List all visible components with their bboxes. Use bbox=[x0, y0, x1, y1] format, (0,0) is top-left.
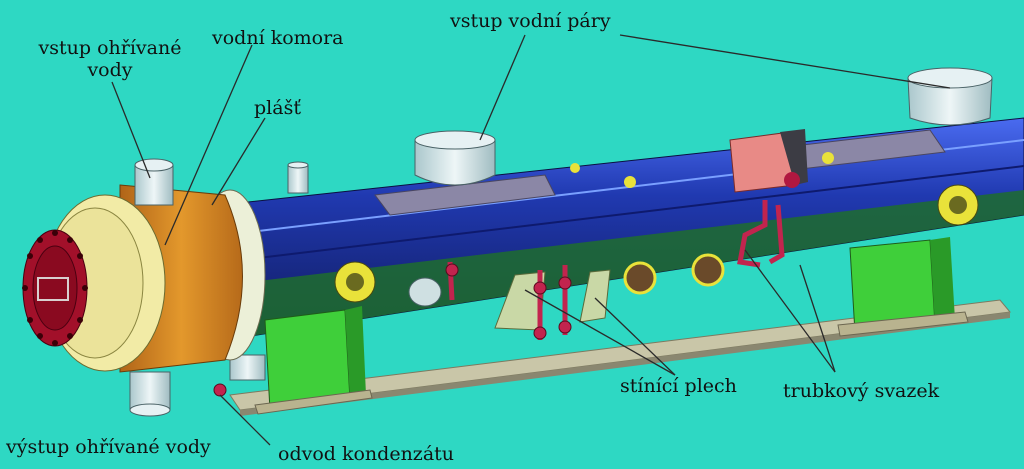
label-inlet-heated-water: vstup ohřívané vody bbox=[38, 37, 182, 81]
condensate-tank bbox=[229, 277, 442, 381]
label-water-chamber: vodní komora bbox=[212, 27, 344, 49]
saddle-support-left bbox=[254, 306, 373, 415]
shell-rings bbox=[334, 152, 979, 303]
label-steam-inlet: vstup vodní páry bbox=[450, 10, 611, 32]
control-box bbox=[729, 129, 808, 193]
leader-lines bbox=[111, 34, 951, 446]
end-flange bbox=[22, 229, 88, 347]
small-nozzle bbox=[287, 161, 309, 194]
valves bbox=[213, 263, 572, 397]
label-baffle-plate: stínící plech bbox=[620, 375, 737, 397]
outlet-water-nozzle bbox=[129, 371, 171, 417]
steam-inlet-nozzle-2 bbox=[907, 67, 993, 126]
label-shell: plášť bbox=[254, 97, 301, 119]
base-rail bbox=[229, 299, 1011, 416]
inlet-water-nozzle bbox=[134, 158, 174, 206]
label-tube-bundle: trubkový svazek bbox=[783, 380, 940, 402]
label-outlet-heated-water: výstup ohřívané vody bbox=[6, 436, 211, 458]
label-condensate-drain: odvod kondenzátu bbox=[278, 443, 455, 465]
steam-inlet-nozzle-1 bbox=[414, 130, 496, 186]
baffle-plates bbox=[494, 269, 611, 331]
saddle-support-right bbox=[837, 237, 969, 337]
